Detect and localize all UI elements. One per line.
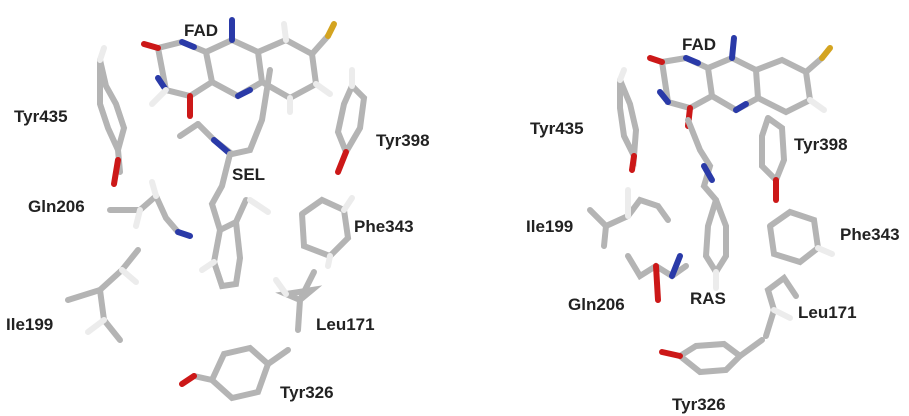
bond (107, 191, 181, 235)
right-label-leu171: Leu171 (798, 303, 857, 322)
right-label-tyr326: Tyr326 (672, 395, 726, 414)
right-leu171-residue (763, 273, 799, 339)
right-fad-molecule (647, 35, 833, 129)
left-panel (65, 17, 368, 402)
left-label-ile199: Ile199 (6, 315, 53, 334)
right-ile199-residue (587, 187, 671, 249)
left-tyr435-residue (97, 45, 128, 187)
bond (97, 287, 123, 343)
right-tyr435-residue (617, 67, 640, 173)
right-label-tyr435: Tyr435 (530, 119, 584, 138)
left-label-sel: SEL (232, 165, 265, 184)
right-label-phe343: Phe343 (840, 225, 900, 244)
right-ras-molecule (685, 117, 729, 291)
left-gln206-residue (107, 179, 193, 239)
bond (255, 36, 320, 102)
bond (763, 273, 799, 339)
labels: FAD Tyr435 Tyr398 SEL Gln206 Phe343 Ile1… (6, 21, 900, 414)
right-label-tyr398: Tyr398 (794, 135, 848, 154)
left-tyr326-residue (179, 344, 291, 402)
right-label-ras: RAS (690, 289, 726, 308)
right-label-gln206: Gln206 (568, 295, 625, 314)
left-label-phe343: Phe343 (354, 217, 414, 236)
bond (587, 196, 671, 230)
left-ile199-residue (65, 247, 141, 343)
bond (65, 247, 141, 303)
bond (753, 56, 814, 116)
bond (685, 117, 719, 203)
bond (97, 57, 128, 159)
right-label-fad: FAD (682, 35, 716, 54)
left-label-leu171: Leu171 (316, 315, 375, 334)
bond (203, 36, 266, 100)
bond (767, 208, 822, 266)
bond (208, 151, 249, 235)
bond (677, 340, 745, 376)
left-leu171-residue (273, 269, 323, 333)
left-label-tyr435: Tyr435 (14, 107, 68, 126)
bond (299, 196, 352, 260)
left-fad-molecule (141, 17, 337, 119)
bond (210, 219, 244, 290)
left-label-fad: FAD (184, 21, 218, 40)
right-gln206-residue (625, 253, 689, 303)
right-phe343-residue (767, 208, 835, 266)
bond (759, 115, 788, 186)
right-tyr326-residue (659, 337, 765, 376)
bond (195, 67, 273, 158)
bond (334, 83, 368, 159)
left-phe343-residue (299, 195, 355, 269)
right-label-ile199: Ile199 (526, 217, 573, 236)
left-tyr398-residue (334, 67, 368, 175)
right-tyr398-residue (759, 115, 788, 203)
left-label-gln206: Gln206 (28, 197, 85, 216)
bond (209, 344, 272, 402)
bond (617, 77, 640, 168)
bond (702, 197, 729, 278)
bond (705, 54, 762, 114)
left-sel-molecule (177, 67, 273, 290)
right-panel (587, 35, 835, 376)
left-label-tyr326: Tyr326 (280, 383, 334, 402)
left-label-tyr398: Tyr398 (376, 131, 430, 150)
